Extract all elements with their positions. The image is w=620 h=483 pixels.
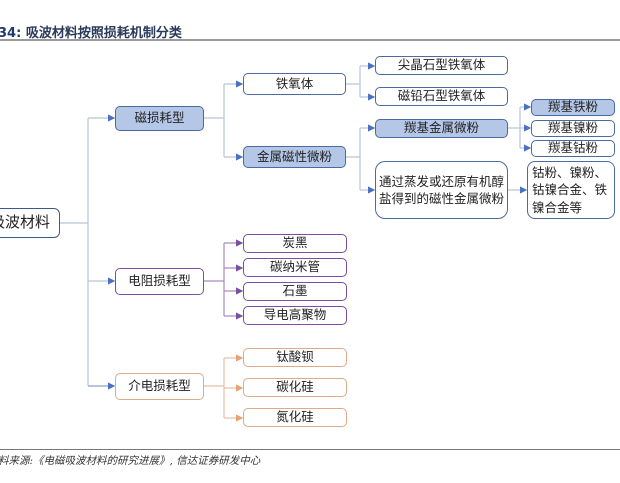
- root-label: 吸波材料: [0, 213, 50, 232]
- node-label: 电阻损耗型: [128, 273, 191, 289]
- node-metal-magnetic-powder: 金属磁性微粉: [243, 146, 346, 168]
- node-carbonyl-metal-powder: 羰基金属微粉: [375, 119, 508, 138]
- node-silicon-carbide: 碳化硅: [243, 378, 347, 397]
- node-label: 钴粉、镍粉、钴镍合金、铁镍合金等: [532, 164, 608, 215]
- source-note: 料来源:《电磁吸波材料的研究进展》, 信达证券研发中心: [0, 455, 261, 467]
- node-label: 羰基金属微粉: [403, 120, 479, 136]
- node-evaporation-powder: 通过蒸发或还原有机醇盐得到的磁性金属微粉: [375, 161, 508, 219]
- figure-number: 34:: [0, 26, 22, 41]
- node-carbon-nanotube: 碳纳米管: [243, 258, 347, 277]
- node-label: 石墨: [282, 283, 308, 299]
- node-alloy-powders: 钴粉、镍粉、钴镍合金、铁镍合金等: [527, 161, 615, 219]
- node-silicon-nitride: 氮化硅: [243, 408, 347, 427]
- node-label: 炭黑: [282, 235, 308, 251]
- node-label: 氮化硅: [276, 409, 314, 425]
- node-ferrite: 铁氧体: [243, 73, 346, 95]
- node-spinel-ferrite: 尖晶石型铁氧体: [375, 56, 508, 75]
- bottom-rule: [0, 449, 620, 450]
- node-label: 羰基铁粉: [547, 99, 598, 115]
- node-carbonyl-iron: 羰基铁粉: [531, 99, 615, 116]
- node-label: 通过蒸发或还原有机醇盐得到的磁性金属微粉: [378, 173, 504, 207]
- node-carbon-black: 炭黑: [243, 234, 347, 253]
- node-magnetic-loss: 磁损耗型: [115, 106, 204, 131]
- node-label: 羰基镍粉: [547, 120, 598, 136]
- node-label: 介电损耗型: [128, 378, 191, 394]
- node-carbonyl-cobalt: 羰基钴粉: [531, 140, 615, 157]
- node-label: 碳化硅: [276, 379, 314, 395]
- node-conductive-polymer: 导电高聚物: [243, 306, 347, 325]
- node-resistive-loss: 电阻损耗型: [115, 268, 204, 295]
- figure-title-text: 吸波材料按照损耗机制分类: [25, 26, 182, 41]
- node-label: 碳纳米管: [269, 259, 320, 275]
- figure-title: 34: 吸波材料按照损耗机制分类: [0, 22, 182, 41]
- node-carbonyl-nickel: 羰基镍粉: [531, 120, 615, 137]
- node-magnetoplumbite-ferrite: 磁铅石型铁氧体: [375, 87, 508, 106]
- node-label: 金属磁性微粉: [256, 148, 332, 164]
- top-rule: [0, 39, 620, 41]
- node-label: 铁氧体: [275, 75, 314, 91]
- node-barium-titanate: 钛酸钡: [243, 348, 347, 367]
- node-label: 羰基钴粉: [547, 140, 598, 156]
- root-node: 吸波材料: [0, 208, 60, 238]
- node-dielectric-loss: 介电损耗型: [115, 373, 204, 400]
- node-graphite: 石墨: [243, 282, 347, 301]
- node-label: 导电高聚物: [263, 307, 327, 323]
- node-label: 磁损耗型: [134, 110, 185, 126]
- node-label: 钛酸钡: [276, 349, 314, 365]
- node-label: 磁铅石型铁氧体: [397, 88, 486, 104]
- node-label: 尖晶石型铁氧体: [397, 57, 486, 73]
